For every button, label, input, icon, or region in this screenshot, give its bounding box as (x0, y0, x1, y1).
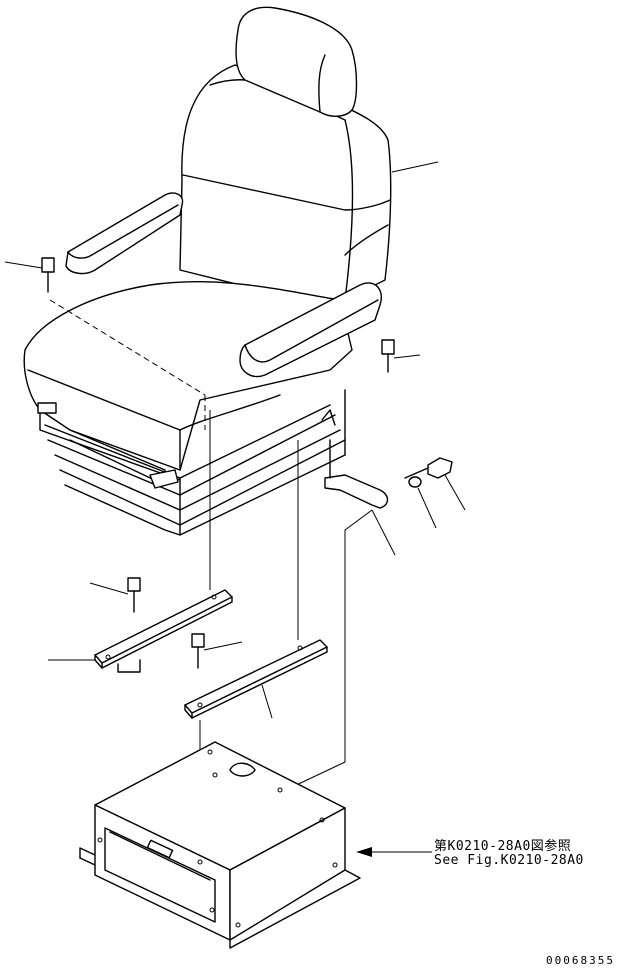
washer-icon (408, 476, 422, 488)
bolt-icon-rail-right (191, 633, 205, 669)
bolt-icon-bracket (404, 457, 453, 488)
bolt-icon-upper-right (381, 339, 395, 373)
seat-cushion (23, 281, 353, 481)
reference-label-jp: 第K0210-28A0図参照 (434, 839, 572, 854)
seat-base-box (79, 741, 361, 949)
hidden-line (49, 299, 206, 396)
drawing-code: 00068355 (546, 954, 615, 967)
seat-right-armrest (239, 282, 382, 378)
seat-left-armrest (65, 192, 184, 275)
left-slide-rail (94, 589, 233, 673)
bolt-icon-rail-left (127, 577, 141, 613)
seat-suspension (37, 389, 346, 536)
arrow-icon (356, 847, 372, 857)
seat-adjust-lever (37, 402, 57, 414)
seat-backrest (179, 64, 392, 301)
bolt-icon-upper-left (41, 257, 55, 293)
reference-label-en: See Fig.K0210-28A0 (434, 853, 584, 868)
leader-line (289, 509, 373, 789)
seat-bracket (321, 409, 389, 509)
right-slide-rail (184, 639, 328, 719)
seat-headrest (235, 6, 358, 117)
